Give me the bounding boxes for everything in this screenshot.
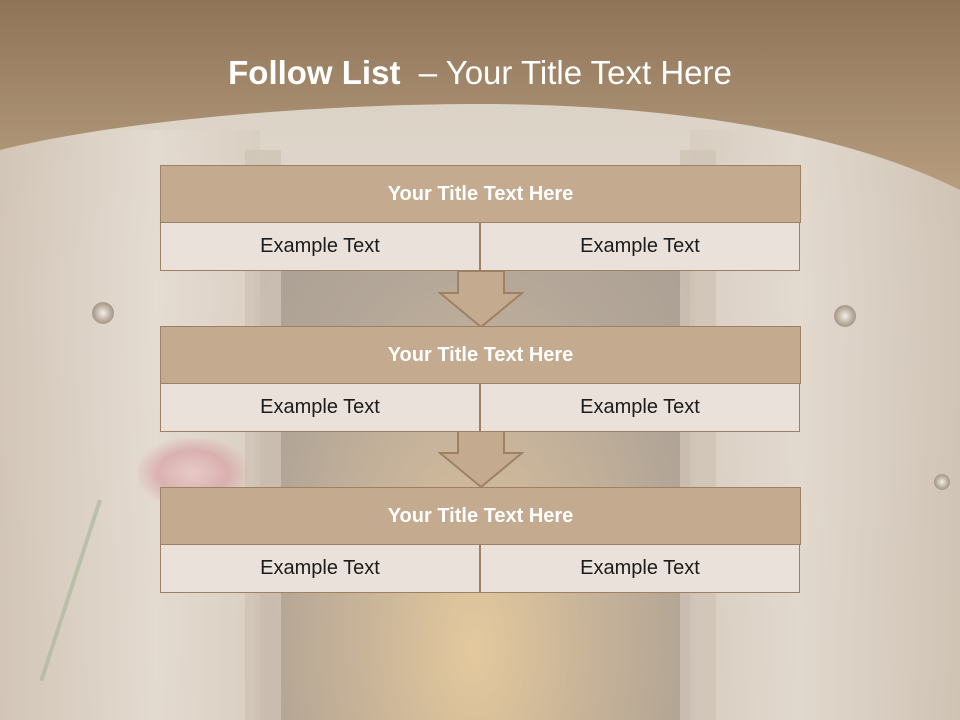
right-knob	[834, 305, 856, 327]
block-title: Your Title Text Here	[160, 165, 801, 223]
slide-title: Follow List – Your Title Text Here	[0, 54, 960, 92]
block-cell-right: Example Text	[480, 544, 800, 593]
down-arrow-icon	[438, 431, 524, 489]
small-knob	[934, 474, 950, 490]
follow-list-block-3: Your Title Text Here Example Text Exampl…	[160, 487, 801, 593]
block-cell-left: Example Text	[160, 222, 480, 271]
block-title: Your Title Text Here	[160, 326, 801, 384]
follow-list-block-2: Your Title Text Here Example Text Exampl…	[160, 326, 801, 432]
block-cell-right: Example Text	[480, 222, 800, 271]
slide-title-bold: Follow List	[228, 54, 401, 91]
block-cell-left: Example Text	[160, 544, 480, 593]
follow-list-block-1: Your Title Text Here Example Text Exampl…	[160, 165, 801, 271]
left-knob	[92, 302, 114, 324]
slide-title-rest: – Your Title Text Here	[400, 54, 732, 91]
block-cell-right: Example Text	[480, 383, 800, 432]
header-band	[0, 0, 960, 190]
down-arrow-icon	[438, 271, 524, 329]
block-title: Your Title Text Here	[160, 487, 801, 545]
block-cell-left: Example Text	[160, 383, 480, 432]
